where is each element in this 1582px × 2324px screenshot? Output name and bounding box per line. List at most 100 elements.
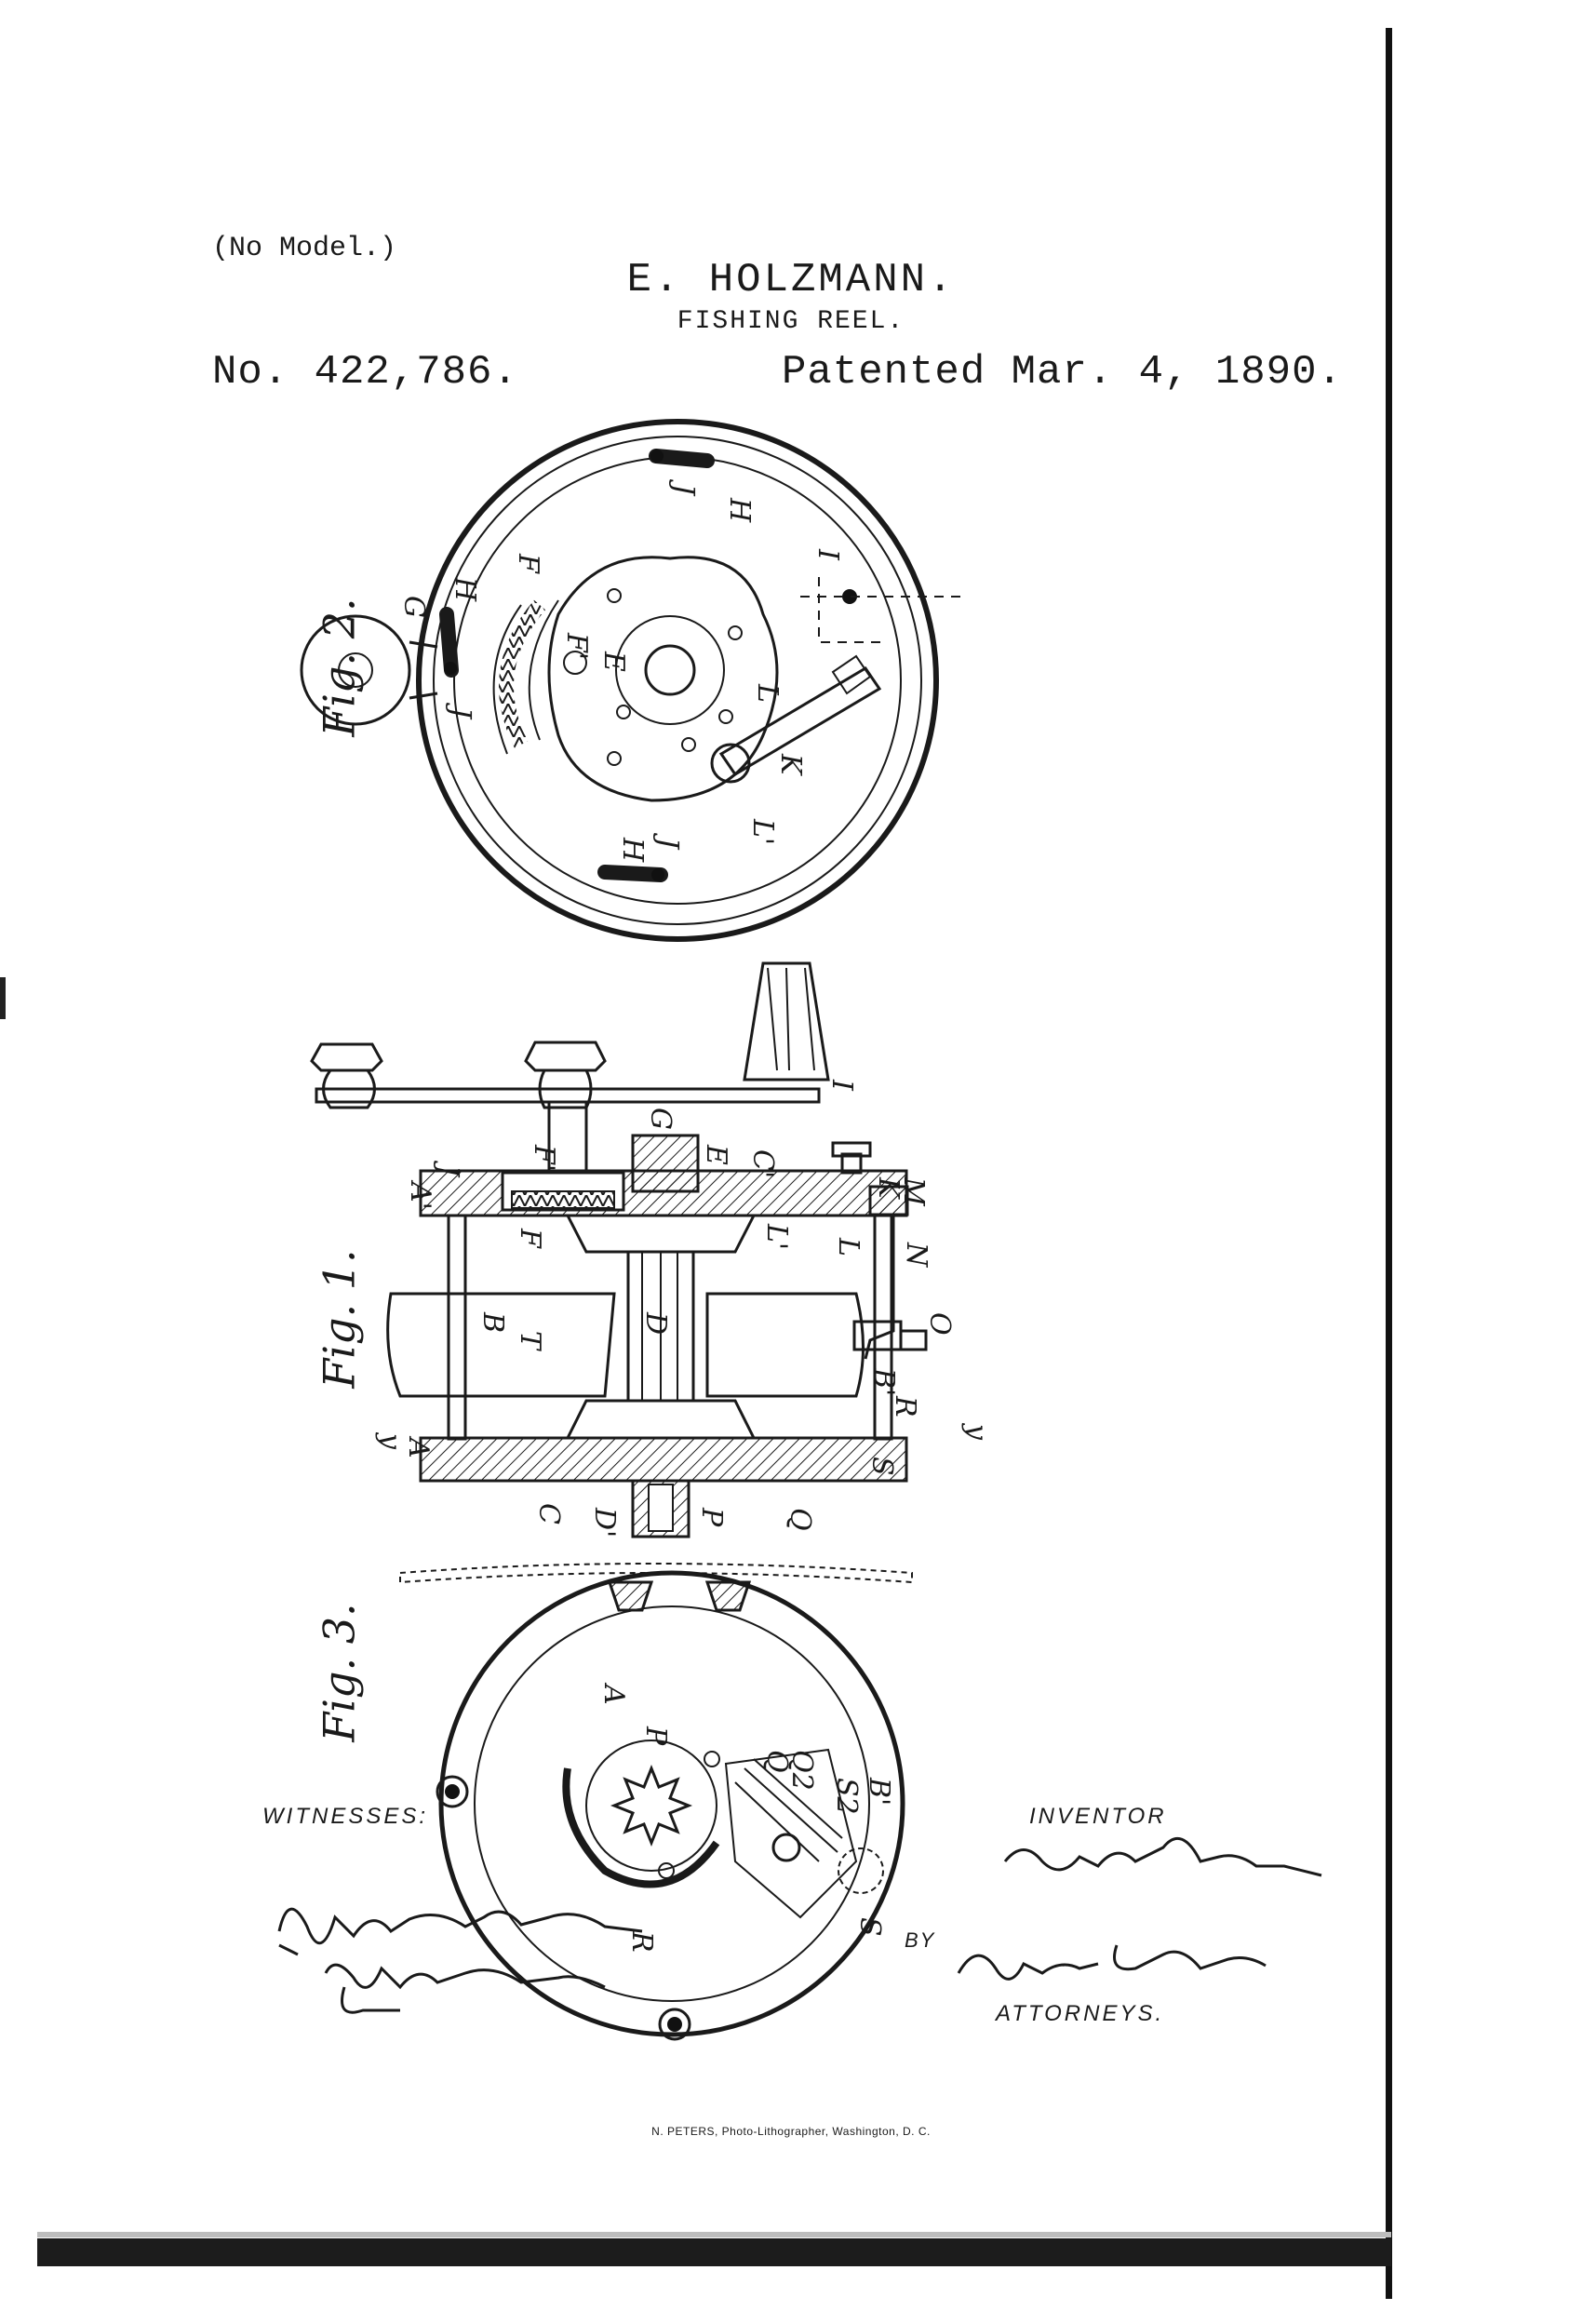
fig1-crank-knob-left-cap	[310, 1042, 383, 1072]
fig2-label-l: L	[751, 683, 784, 703]
fig2-gear-plate	[547, 556, 779, 802]
fig1-label-i: I	[825, 1079, 858, 1092]
fig2-lever-tip	[831, 654, 872, 695]
fig2-pinion	[644, 644, 696, 696]
scan-edge-light	[37, 2232, 1391, 2237]
fig1-label-d: D	[639, 1311, 672, 1335]
fig3-spring	[562, 1767, 720, 1888]
fig1-click-spring	[864, 1215, 895, 1360]
fig3-label-q2: Q2	[785, 1750, 818, 1791]
fig1-label-e: E	[700, 1144, 732, 1165]
fig2-pin-top	[650, 450, 664, 463]
fig2-label-h-left: H	[449, 576, 481, 602]
signature-witness-1	[277, 1907, 643, 1956]
fig1-click-screw	[901, 1329, 928, 1351]
fig2-screw-2	[728, 625, 743, 640]
fig1-click-block	[852, 1320, 903, 1351]
fig1-spool-flange-top	[565, 1214, 757, 1254]
fig1-label-t: T	[514, 1331, 546, 1351]
fig3-disk	[585, 1740, 717, 1872]
fig2-gear-teeth	[499, 599, 546, 748]
fig1-pillar-left	[447, 1214, 467, 1441]
fig2-label-k: K	[774, 753, 807, 776]
fig3-label-r: R	[625, 1930, 658, 1953]
fig2-label-e: E	[597, 651, 630, 672]
fig3-screw-bottom	[658, 2008, 691, 2041]
fig3-pawl-pivot	[771, 1833, 801, 1862]
attorneys-label: ATTORNEYS.	[996, 2001, 1165, 2026]
fig2-lever-pivot	[710, 743, 751, 784]
fig1-label-d1: D'	[588, 1507, 621, 1538]
fig1-label-b: B	[476, 1311, 509, 1333]
fig1-label-k: K	[872, 1176, 905, 1200]
fig3-pawl-hatch	[734, 1758, 843, 1862]
fig1-seat-right	[705, 1292, 865, 1398]
witnesses-label: WITNESSES:	[262, 1804, 429, 1829]
fig2-label-f: F	[512, 553, 544, 574]
fig1-label-q: Q	[784, 1508, 816, 1531]
fig3-screw-2	[658, 1862, 675, 1879]
fig3-label-a: A	[597, 1682, 630, 1705]
fig1-crank-arm	[315, 1087, 821, 1104]
fig1-label-o: O	[923, 1312, 956, 1336]
fig1-click-housing	[868, 1185, 909, 1216]
fig3-label-s: S	[853, 1917, 886, 1937]
fig2-screw-3	[718, 709, 733, 724]
by-label: BY	[905, 1928, 936, 1952]
fig2-outer-rim	[416, 419, 939, 942]
fig1-cap	[631, 1134, 700, 1193]
fig1-label-g: G	[644, 1108, 677, 1130]
fig2-click-lever	[718, 665, 882, 777]
fig1-label-a: A	[402, 1435, 435, 1458]
fig1-label-s: S	[865, 1457, 898, 1476]
fig3-label-q: Q	[760, 1750, 793, 1773]
fig2-inner-rim	[433, 436, 922, 925]
fig2-label-h-bottom: H	[616, 837, 649, 863]
fig2-screw-5	[681, 737, 696, 752]
fig3-ratchet-gear	[838, 1847, 884, 1894]
fig1-label-b1: B'	[867, 1367, 900, 1396]
inventor-label: INVENTOR	[1029, 1804, 1167, 1829]
figure-3-drawing: A P Q Q2 S2 B' R S	[399, 1563, 913, 2041]
fig1-label-y-left: y	[374, 1431, 407, 1450]
fig2-slot-top	[649, 449, 715, 468]
fig1-label-p: P	[695, 1507, 728, 1527]
figure-2-drawing: J H H G F J F' E I L K L' H J	[300, 419, 968, 942]
fig1-label-m: M	[897, 1176, 930, 1207]
fig2-screw-4	[607, 751, 622, 766]
fig1-button-cap	[831, 1141, 872, 1158]
fig1-label-c: C	[532, 1503, 565, 1525]
fig3-outer-rim	[438, 1570, 905, 2037]
fig1-label-n: N	[900, 1242, 932, 1269]
fig2-handle-hole	[338, 652, 373, 688]
fig2-click-button	[842, 589, 857, 604]
fig2-small-gear-hole	[563, 651, 587, 675]
fig2-screw-6	[616, 705, 631, 719]
fig2-screw-1	[607, 588, 622, 603]
fig1-label-j: J	[432, 1160, 464, 1178]
fig3-screw-bottom-head	[667, 2017, 682, 2032]
fig1-main-gear	[511, 1190, 615, 1209]
fig1-seat-left	[386, 1292, 467, 1398]
fig3-screw-left	[436, 1775, 469, 1808]
fig1-label-r: R	[889, 1395, 921, 1417]
fig1-crank-knob-left	[322, 1068, 376, 1109]
figure-1-drawing: G F' E C' I A' J F L' L K M N O B T D B'…	[310, 961, 993, 1538]
fig2-lug-neck	[409, 640, 438, 700]
fig3-label-p: P	[639, 1726, 672, 1746]
no-model-note: (No Model.)	[212, 233, 397, 264]
fig1-label-l1: L'	[760, 1223, 793, 1250]
fig2-label-j-top: J	[667, 478, 700, 497]
scan-edge-mark	[0, 977, 6, 1019]
fig3-pawl-plate	[724, 1748, 858, 1919]
patent-number: No. 422,786.	[212, 349, 518, 396]
fig3-seat-outline	[399, 1563, 913, 1584]
fig3-screw-left-head	[445, 1784, 460, 1799]
fig1-crank-nut-cap	[524, 1041, 607, 1072]
fig1-label-f: F	[514, 1228, 546, 1249]
fig3-inner-plate	[474, 1605, 870, 2002]
fig2-handle-lug	[300, 614, 411, 726]
fig1-bottom-plate	[419, 1436, 908, 1483]
page-border-right	[1386, 28, 1392, 2299]
fig1-label-c1: C'	[746, 1149, 779, 1178]
